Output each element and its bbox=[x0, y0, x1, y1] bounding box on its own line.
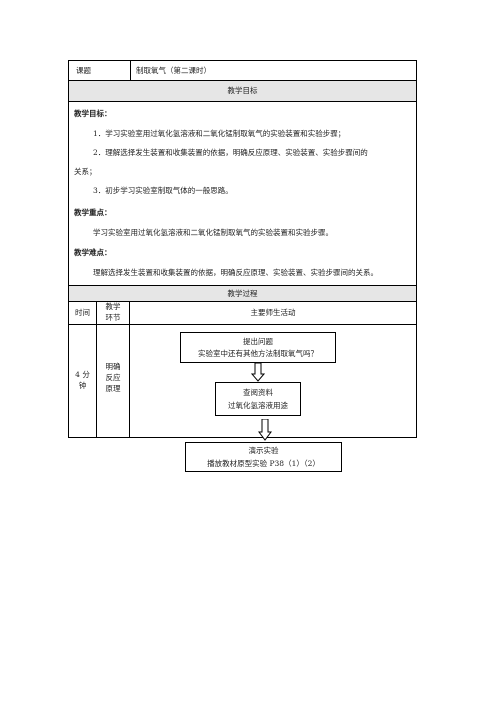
flow-box-question: 提出问题 实验室中还有其他方法制取氧气吗？ bbox=[180, 332, 336, 363]
table-border-top bbox=[68, 60, 417, 61]
key-points-text: 学习实验室用过氧化氢溶液和二氧化锰制取氧气的实验装置和实验步骤。 bbox=[93, 228, 333, 237]
flow-box-question-title: 提出问题 bbox=[243, 337, 273, 346]
flow-box-demo: 演示实验 播放教材原型实验 P38（1）（2） bbox=[185, 442, 342, 472]
flow-box-research: 查阅资料 过氧化氢溶液用途 bbox=[215, 382, 301, 416]
flow-box-question-text: 实验室中还有其他方法制取氧气吗？ bbox=[198, 349, 318, 358]
time-cell-line2: 钟 bbox=[78, 381, 87, 390]
row-divider bbox=[68, 301, 417, 302]
objectives-section-title: 教学目标 bbox=[227, 86, 258, 95]
row-divider bbox=[68, 101, 417, 102]
topic-col-divider bbox=[130, 60, 131, 81]
topic-value: 制取氧气（第二课时） bbox=[136, 66, 211, 75]
table-border-left bbox=[68, 60, 69, 438]
process-col-divider bbox=[129, 301, 130, 438]
objective-item-1: 1．学习实验室用过氧化氢溶液和二氧化锰制取氧气的实验装置和实验步骤； bbox=[93, 129, 346, 138]
flow-box-research-title: 查阅资料 bbox=[243, 388, 273, 397]
flow-box-demo-title: 演示实验 bbox=[248, 446, 279, 455]
table-border-right bbox=[416, 60, 417, 438]
topic-label: 课题 bbox=[76, 66, 91, 75]
stage-cell-line2: 反应 bbox=[105, 373, 121, 382]
col-header-activity: 主要师生活动 bbox=[250, 308, 296, 317]
time-cell: 4 分 bbox=[75, 370, 90, 379]
process-section-band bbox=[69, 285, 416, 301]
objective-item-2-continued: 关系； bbox=[74, 167, 97, 176]
col-header-stage-line2: 环节 bbox=[105, 313, 121, 322]
objective-item-2: 2．理解选择发生装置和收集装置的依据，明确反应原理、实验装置、实验步骤间的 bbox=[93, 148, 368, 157]
difficulties-heading: 教学难点： bbox=[74, 248, 112, 257]
process-section-title: 教学过程 bbox=[227, 289, 258, 298]
difficulties-text: 理解选择发生装置和收集装置的依据，明确反应原理、实验装置、实验步骤间的关系。 bbox=[93, 268, 378, 277]
stage-cell: 明确 bbox=[105, 362, 121, 371]
table-border-bottom bbox=[68, 437, 417, 438]
objectives-section-band bbox=[69, 80, 416, 101]
row-divider bbox=[68, 285, 417, 286]
col-header-stage: 教学 bbox=[105, 302, 121, 311]
objectives-heading: 教学目标： bbox=[74, 109, 112, 118]
stage-cell-line3: 原理 bbox=[105, 384, 121, 393]
col-header-time: 时间 bbox=[75, 308, 90, 317]
down-arrow-icon bbox=[258, 419, 272, 441]
process-col-divider bbox=[96, 301, 97, 438]
objective-item-3: 3．初步学习实验室制取气体的一般思路。 bbox=[93, 186, 233, 195]
row-divider bbox=[68, 80, 417, 81]
flow-box-research-text: 过氧化氢溶液用途 bbox=[228, 401, 288, 410]
flow-box-demo-text: 播放教材原型实验 P38（1）（2） bbox=[207, 459, 320, 468]
row-divider bbox=[68, 324, 417, 325]
down-arrow-icon bbox=[251, 363, 265, 382]
key-points-heading: 教学重点： bbox=[74, 208, 112, 217]
